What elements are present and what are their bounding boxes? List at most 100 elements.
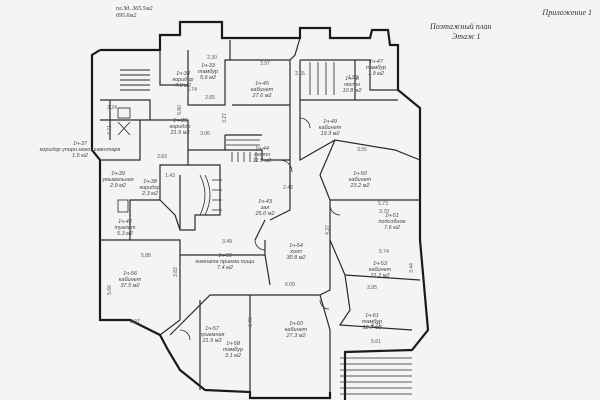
dimension-label: 5.61	[371, 339, 381, 345]
room-num: 1ч-38	[143, 179, 157, 185]
dimension-label: 5.74	[379, 249, 389, 255]
room-area: 1.9 м2	[367, 71, 385, 77]
room-name: коридор	[139, 185, 161, 191]
dimension-label: 2.65	[295, 71, 305, 77]
room-name: коридор	[172, 77, 194, 83]
dimension-label: 3.82	[173, 267, 179, 277]
lift-cross	[117, 121, 131, 136]
dimension-label: 3.49	[222, 239, 232, 245]
room-area: 2.9 м2	[109, 183, 126, 189]
room-area: 7.6 м2	[383, 225, 400, 231]
area-note: пл.Зд. 365.5м2 695.6м2	[116, 6, 153, 20]
stairs-left	[120, 69, 150, 91]
toilet-fixture-2	[117, 199, 129, 213]
room-name: умывальная	[102, 177, 134, 183]
room-num: 1ч-33	[201, 63, 215, 69]
room-area: 7.6 м2	[174, 83, 191, 89]
room-num: 1ч-60	[289, 321, 303, 327]
room-num: 1ч-48	[345, 76, 359, 82]
plan-subtitle: Этаж 1	[452, 32, 481, 41]
room-num: 1ч-56	[123, 271, 137, 277]
room-area: 3.1 м2	[224, 353, 242, 359]
dimension-label: 4.71	[107, 125, 113, 135]
stairs-center	[226, 139, 260, 162]
room-num: 1ч-57	[205, 326, 219, 332]
room-name: лестн	[253, 152, 271, 158]
room-name: кабинет	[118, 277, 142, 283]
room-area: 21.9 м2	[202, 338, 222, 344]
room-num: 1ч-45	[255, 81, 269, 87]
dimension-label: 3.97	[130, 319, 140, 325]
interior-walls	[100, 37, 421, 398]
room-area: 37.5 м2	[120, 283, 140, 289]
room-name: кабинет	[250, 87, 274, 93]
dimension-label: 3.70	[379, 209, 389, 215]
room-name: кабинет	[318, 125, 342, 131]
room-area: 1.5 м2	[71, 153, 89, 159]
room-num: 1ч-50	[353, 171, 367, 177]
dimension-label: 6.09	[285, 282, 295, 288]
stairs-curved	[199, 174, 222, 216]
room-name: подсобное	[378, 219, 406, 225]
room-area: 5.6 м2	[199, 75, 217, 81]
door-arcs	[179, 117, 341, 341]
room-area: 11.5 м2	[252, 158, 272, 164]
dimension-label: 4.21	[371, 323, 381, 329]
room-num: 1ч-35	[173, 118, 187, 124]
dimension-label: 5.88	[141, 253, 151, 259]
room-name: коридор	[169, 124, 191, 130]
dimension-label: 5.66	[107, 285, 113, 295]
room-area: 27.3 м2	[286, 333, 306, 339]
dimension-label: 3.27	[222, 113, 228, 123]
dimension-label: 3.44	[409, 263, 415, 273]
room-area: 27.6 м2	[252, 93, 272, 99]
room-area: 12.7 м2	[362, 325, 382, 331]
room-area: 5.3 м2	[116, 231, 134, 237]
room-num: 1ч-61	[365, 313, 379, 319]
dimension-label: 3.06	[200, 131, 210, 137]
area-line-2: 695.6м2	[116, 13, 137, 19]
dimension-label: 1.43	[165, 173, 175, 179]
room-num: 1ч-39	[111, 171, 125, 177]
dimension-label: 3.24	[107, 105, 117, 111]
room-area: 30.8 м2	[286, 255, 306, 261]
room-name: кабинет	[348, 177, 372, 183]
dimension-label: 4.37	[325, 225, 331, 235]
dimension-label: 3.55	[357, 147, 367, 153]
appendix-label: Приложение 1	[542, 8, 592, 17]
room-name: зал	[260, 205, 270, 211]
room-area: 7.4 м2	[216, 265, 234, 271]
room-num: 1ч-37	[73, 141, 87, 147]
room-area: 23.2 м2	[350, 183, 370, 189]
room-area: 10.8 м2	[342, 88, 362, 94]
stairs-exit	[340, 357, 412, 395]
dimension-label: 3.97	[260, 61, 270, 67]
dimension-label: 5.74	[187, 87, 197, 93]
dimension-label: 2.83	[157, 154, 167, 160]
dimension-label: 2.43	[283, 185, 293, 191]
room-num: 1ч-49	[323, 119, 337, 125]
room-name: холл	[290, 249, 302, 255]
dimension-label: 5.73	[378, 201, 388, 207]
room-name: тамбур	[222, 347, 244, 353]
room-area: 21.2 м2	[370, 273, 390, 279]
dimension-label: 6.76	[248, 317, 254, 327]
room-name: тамбур	[365, 65, 387, 71]
room-num: 1ч-43	[258, 199, 272, 205]
